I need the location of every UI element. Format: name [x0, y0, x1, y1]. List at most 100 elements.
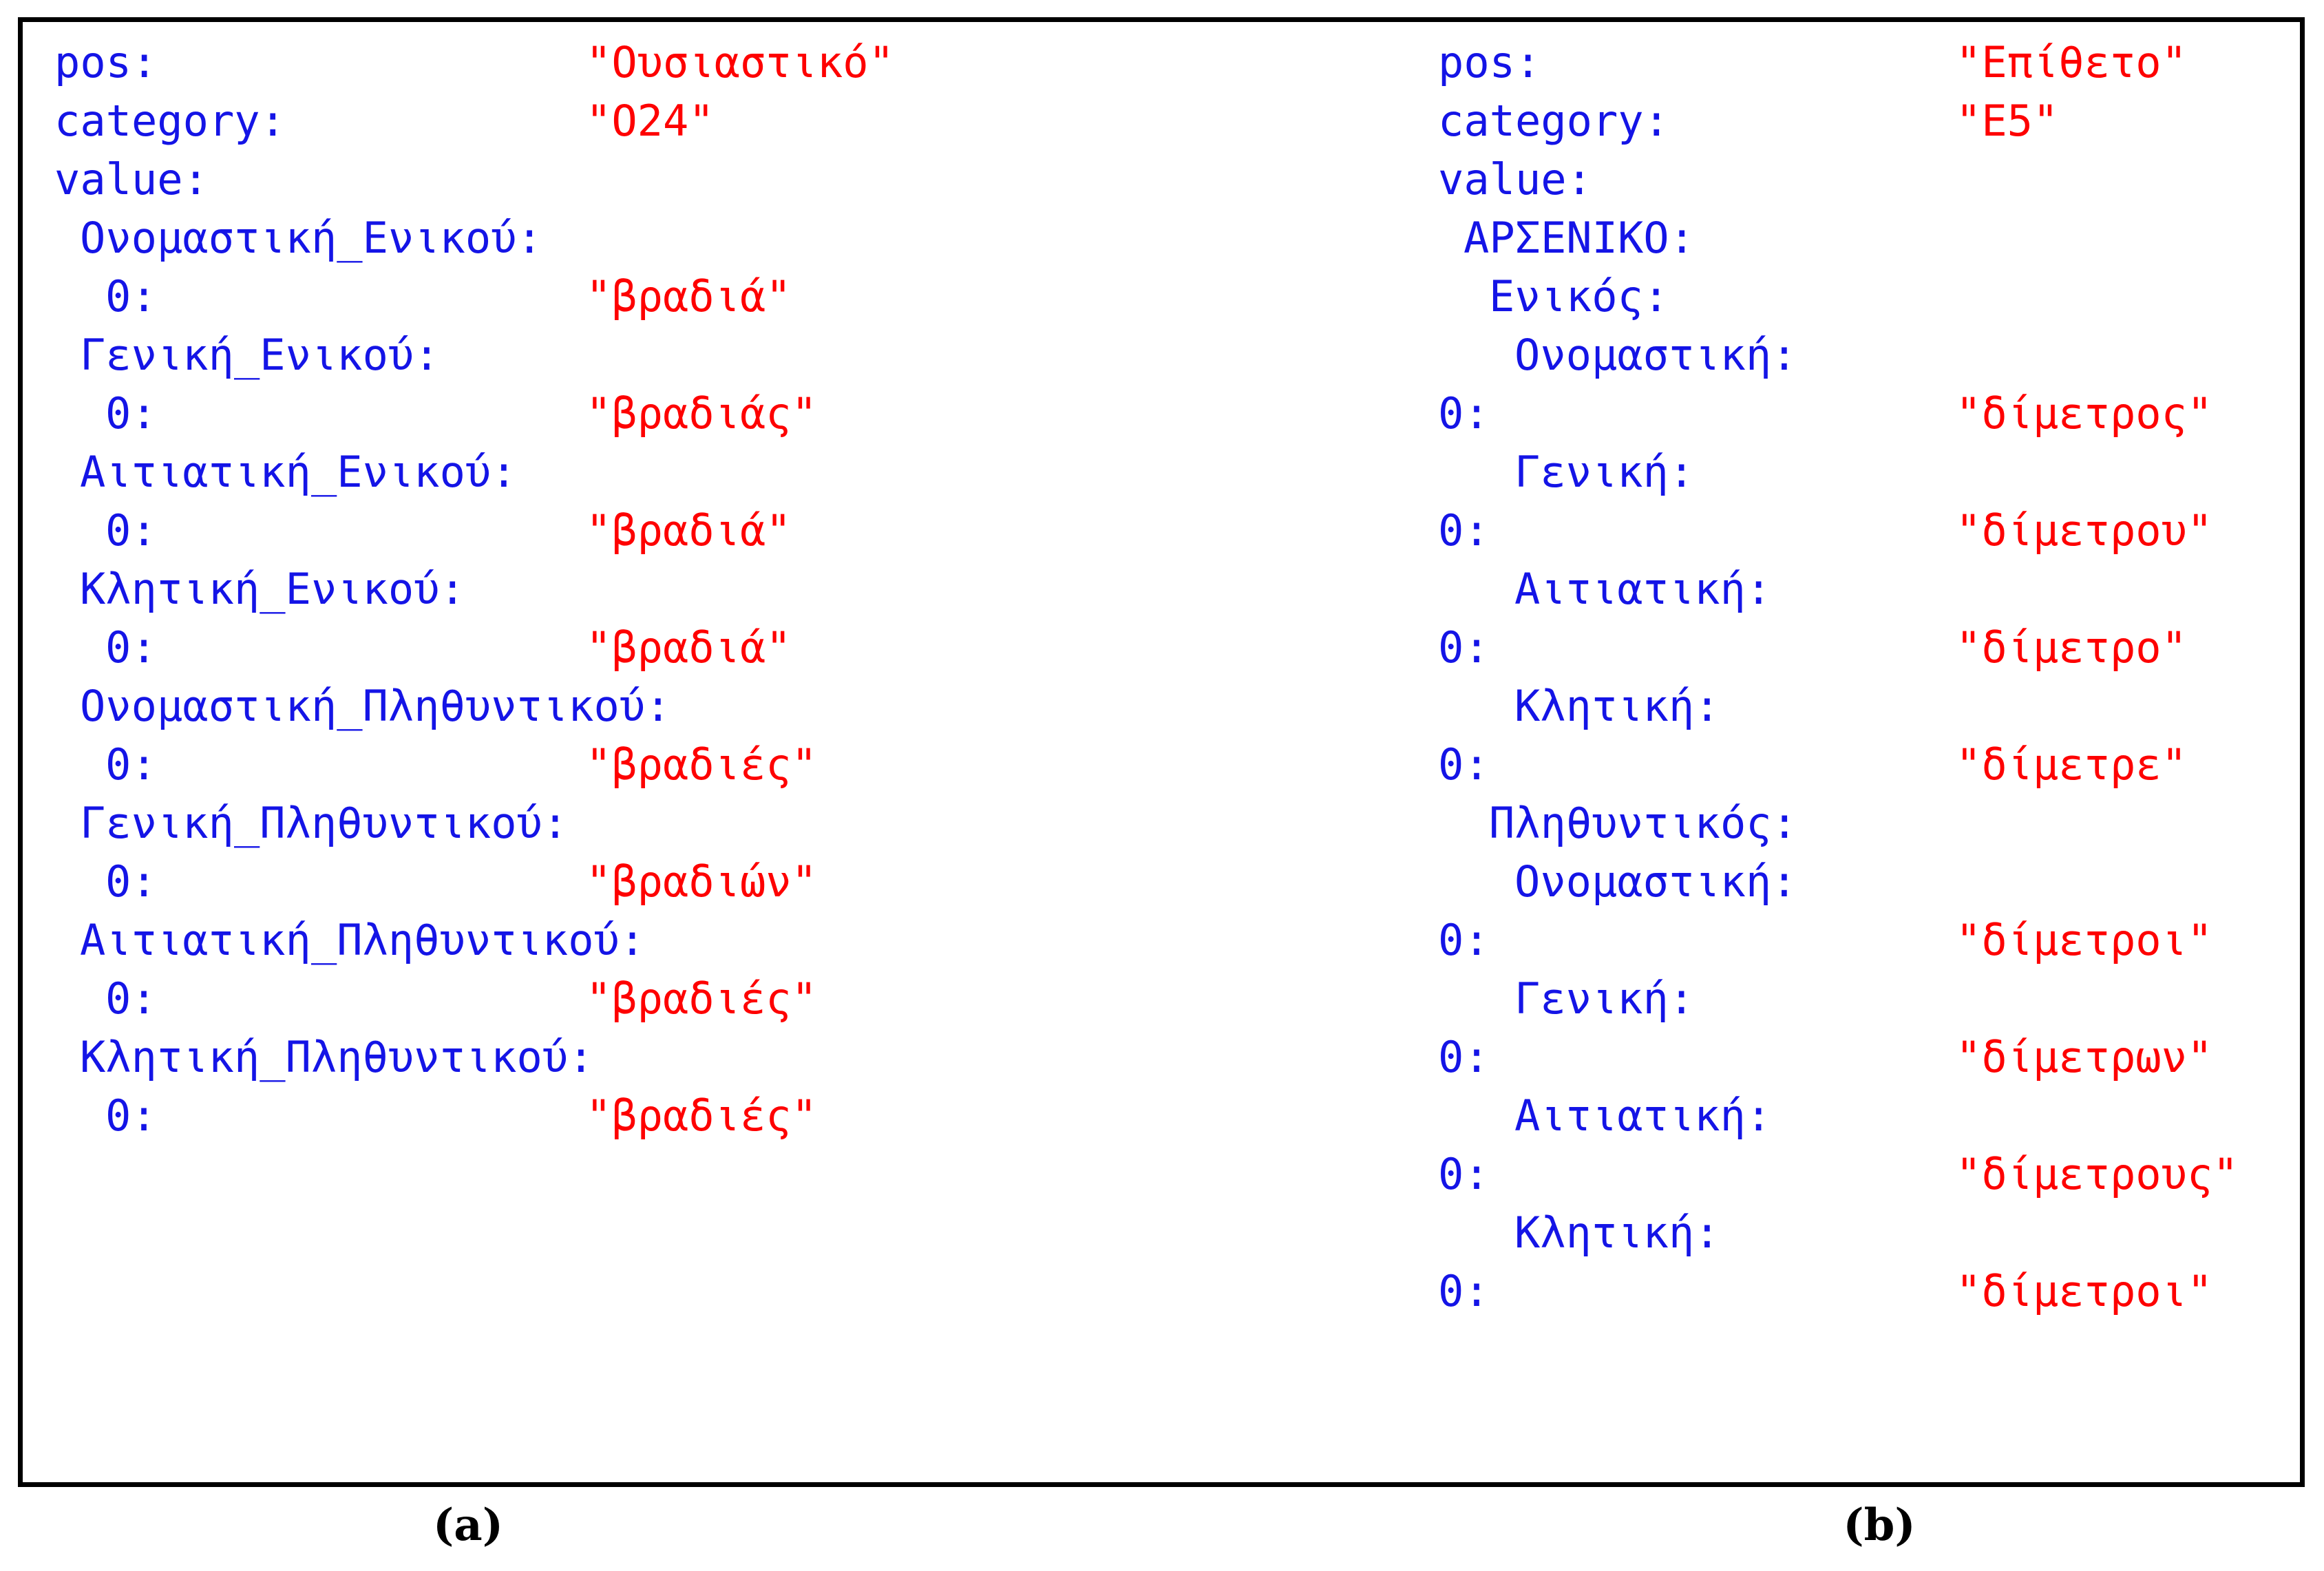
code-line: Πληθυντικός: [1438, 794, 2274, 852]
code-line: 0: "δίμετρε" [1438, 735, 2274, 794]
yaml-key: Γενική_Ενικού: [80, 330, 440, 380]
yaml-key: Ονομαστική: [1514, 330, 1797, 380]
code-line: Ονομαστική: [1438, 326, 2274, 384]
yaml-key: Ονομαστική_Πληθυντικού: [80, 681, 671, 731]
code-line: 0: "δίμετρους" [1438, 1145, 2274, 1203]
yaml-value: "δίμετρους" [1956, 1149, 2239, 1199]
yaml-key: 0: [1438, 1032, 1490, 1082]
code-line: Κλητική_Πληθυντικού: [54, 1028, 1406, 1086]
yaml-key: 0: [105, 388, 157, 439]
code-line: Κλητική_Ενικού: [54, 560, 1406, 618]
code-line: 0: "βραδιά" [54, 267, 1406, 326]
yaml-key: 0: [105, 271, 157, 321]
yaml-value: "βραδιάς" [586, 388, 817, 439]
code-line: Κλητική: [1438, 677, 2274, 735]
yaml-key: Ενικός: [1489, 271, 1669, 321]
yaml-key: Κλητική_Ενικού: [80, 564, 465, 614]
code-line: 0: "βραδιές" [54, 969, 1406, 1028]
yaml-key: 0: [105, 1090, 157, 1141]
code-line: category: "Ο24" [54, 92, 1406, 150]
yaml-key: 0: [105, 739, 157, 790]
yaml-key: 0: [1438, 1266, 1490, 1316]
yaml-value: "δίμετροι" [1956, 1266, 2213, 1316]
code-line: category:"Ε5" [1438, 92, 2274, 150]
code-line: Γενική_Ενικού: [54, 326, 1406, 384]
yaml-key: 0: [105, 856, 157, 907]
code-line: 0: "δίμετροι" [1438, 911, 2274, 969]
yaml-key: Ονομαστική: [1514, 856, 1797, 907]
code-line: Γενική: [1438, 443, 2274, 501]
yaml-key: Πληθυντικός: [1489, 798, 1797, 848]
yaml-key: Κλητική: [1514, 681, 1720, 731]
code-line: Ονομαστική_Πληθυντικού: [54, 677, 1406, 735]
yaml-key: Γενική: [1514, 447, 1695, 497]
yaml-key: Γενική: [1514, 973, 1695, 1024]
yaml-key: 0: [1438, 622, 1490, 673]
yaml-key: Αιτιατική_Πληθυντικού: [80, 915, 646, 965]
code-line: 0: "δίμετρου" [1438, 501, 2274, 560]
code-line: 0: "δίμετρος" [1438, 384, 2274, 443]
yaml-key: Κλητική_Πληθυντικού: [80, 1032, 594, 1082]
yaml-key: Κλητική: [1514, 1208, 1720, 1258]
yaml-key: Γενική_Πληθυντικού: [80, 798, 569, 848]
yaml-key: ΑΡΣΕΝΙΚΟ: [1464, 213, 1695, 263]
yaml-value: "δίμετρο" [1956, 622, 2187, 673]
code-line: 0: "βραδιών" [54, 852, 1406, 911]
yaml-key: 0: [1438, 1149, 1490, 1199]
code-line: 0: "δίμετρο" [1438, 618, 2274, 677]
code-line: 0:"βραδιές" [54, 1086, 1406, 1145]
yaml-value: "βραδιών" [586, 856, 817, 907]
code-line: 0: "βραδιάς" [54, 384, 1406, 443]
yaml-key: category: [1438, 96, 1669, 146]
yaml-value: "βραδιές" [586, 973, 817, 1024]
code-line: Γενική: [1438, 969, 2274, 1028]
code-line: 0: "βραδιές" [54, 735, 1406, 794]
yaml-key: Αιτιατική: [1514, 1090, 1772, 1141]
yaml-key: Αιτιατική: [1514, 564, 1772, 614]
yaml-key: pos: [54, 37, 158, 87]
code-line: value: [54, 150, 1406, 209]
yaml-value: "δίμετρου" [1956, 505, 2213, 556]
yaml-value: "βραδιά" [586, 271, 792, 321]
code-line: Αιτιατική: [1438, 1086, 2274, 1145]
code-line: 0:"βραδιά" [54, 501, 1406, 560]
yaml-key: 0: [105, 973, 157, 1024]
yaml-key: value: [1438, 154, 1592, 204]
code-line: 0: "δίμετροι" [1438, 1262, 2274, 1320]
code-line: value: [1438, 150, 2274, 209]
code-line: Γενική_Πληθυντικού: [54, 794, 1406, 852]
code-line: ΑΡΣΕΝΙΚΟ: [1438, 209, 2274, 267]
yaml-key: value: [54, 154, 209, 204]
code-line: Αιτιατική: [1438, 560, 2274, 618]
code-panel-b: pos: "Επίθετο"category:"Ε5"value: ΑΡΣΕΝΙΚΟ… [1406, 22, 2274, 1320]
yaml-value: "Ουσιαστικό" [586, 37, 894, 87]
yaml-key: 0: [1438, 505, 1490, 556]
yaml-value: "δίμετρων" [1956, 1032, 2213, 1082]
yaml-value: "βραδιά" [586, 622, 792, 673]
code-listing-box: pos: "Ουσιαστικό" category: "Ο24" value: Ονομ… [18, 17, 2305, 1487]
code-line: 0: "δίμετρων" [1438, 1028, 2274, 1086]
code-line: Ενικός: [1438, 267, 2274, 326]
code-line: Ονομαστική: [1438, 852, 2274, 911]
yaml-value: "δίμετρε" [1956, 739, 2187, 790]
subfigure-caption-b: (b) [1843, 1499, 1916, 1551]
yaml-value: "βραδιές" [586, 739, 817, 790]
panels-container: pos: "Ουσιαστικό" category: "Ο24" value: Ονομ… [23, 22, 2300, 1482]
code-line: Αιτιατική_Πληθυντικού: [54, 911, 1406, 969]
yaml-key: Αιτιατική_Ενικού: [80, 447, 517, 497]
yaml-key: 0: [105, 622, 157, 673]
yaml-key: pos: [1438, 37, 1541, 87]
yaml-value: "Ο24" [586, 96, 715, 146]
yaml-value: "δίμετρος" [1956, 388, 2213, 439]
code-line: Αιτιατική_Ενικού: [54, 443, 1406, 501]
yaml-value: "Επίθετο" [1956, 37, 2187, 87]
subfigure-caption-a: (a) [432, 1499, 504, 1551]
yaml-value: "δίμετροι" [1956, 915, 2213, 965]
yaml-value: "βραδιά" [586, 505, 792, 556]
code-line: pos: "Επίθετο" [1438, 33, 2274, 92]
yaml-key: category: [54, 96, 286, 146]
yaml-key: 0: [1438, 388, 1490, 439]
code-line: Κλητική: [1438, 1203, 2274, 1262]
yaml-key: 0: [1438, 739, 1490, 790]
yaml-key: 0: [1438, 915, 1490, 965]
